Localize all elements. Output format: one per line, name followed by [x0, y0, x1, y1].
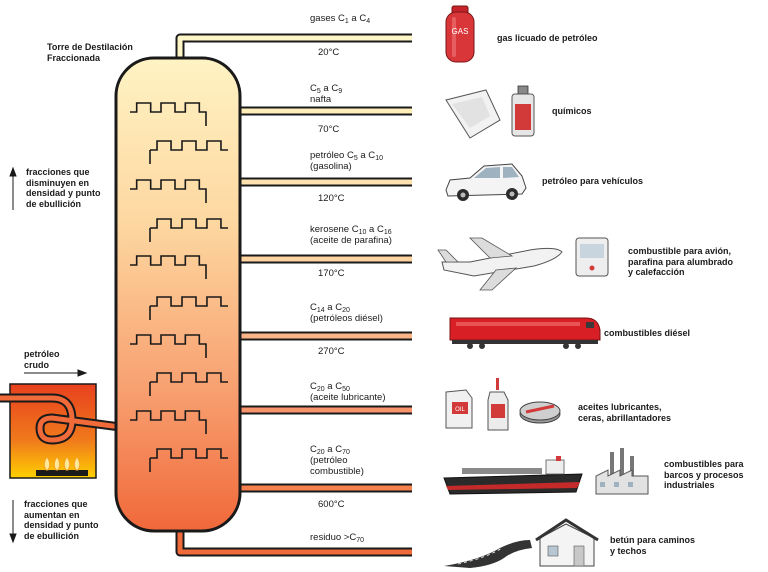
fraction-label-lubricante: C20 a C50(aceite lubricante): [310, 381, 386, 403]
down-note: fracciones que aumentan en densidad y pu…: [24, 499, 99, 541]
arrows: [9, 166, 88, 544]
tray: [149, 448, 228, 472]
road-icon: [444, 540, 532, 568]
diagram-title: Torre de Destilación Fraccionada: [47, 42, 133, 63]
product-label-quimicos: químicos: [552, 106, 592, 116]
product-label-barcos: combustibles para barcos y procesos indu…: [664, 459, 744, 490]
temperature-label: 170°C: [318, 268, 345, 279]
crude-label: petróleo crudo: [24, 349, 60, 370]
gas-cylinder-icon: GAS: [445, 5, 475, 63]
tray: [149, 218, 228, 242]
temperature-label: 20°C: [318, 47, 340, 58]
tray: [149, 140, 228, 164]
up-note: fracciones que disminuyen en densidad y …: [26, 167, 101, 209]
heater-icon: [575, 237, 609, 277]
chemical-bottle-icon: [511, 85, 535, 137]
tray: [130, 255, 207, 279]
product-label-aceites: aceites lubricantes, ceras, abrillantado…: [578, 402, 672, 423]
fraction-label-diesel: C14 a C20(petróleos diésel): [310, 302, 383, 324]
distillation-tower: [114, 56, 242, 533]
product-label-diesel: combustibles diésel: [604, 328, 691, 338]
svg-text:OIL: OIL: [455, 407, 465, 413]
ship-icon: [443, 456, 583, 495]
oil-can-icon: OIL: [445, 389, 473, 429]
temperature-label: 120°C: [318, 193, 345, 204]
fraction-label-gasolina: petróleo C5 a C10(gasolina): [310, 150, 383, 172]
temperature-label: 70°C: [318, 124, 340, 135]
product-label-betun: betún para caminos y techos: [610, 535, 696, 556]
product-label-glp: gas licuado de petróleo: [497, 33, 598, 43]
fraction-label-kerosene: kerosene C10 a C16(aceite de parafina): [310, 224, 392, 246]
tray: [149, 372, 228, 396]
fraction-label-gases: gases C1 a C4: [310, 13, 371, 25]
tray: [130, 179, 207, 203]
flame-icon: [43, 456, 81, 471]
airplane-icon: [437, 237, 563, 291]
train-icon: [449, 317, 601, 349]
lubricant-bottle-icon: [487, 378, 509, 431]
product-label-vehiculos: petróleo para vehículos: [542, 176, 644, 186]
car-icon: [445, 163, 527, 201]
polish-tin-icon: [519, 401, 561, 424]
tray: [149, 296, 228, 320]
chemical-sack-icon: [445, 89, 501, 139]
furnace: [0, 383, 129, 479]
fraction-label-residuo: residuo >C70: [310, 532, 365, 544]
factory-icon: [595, 448, 649, 495]
tray: [130, 410, 207, 434]
fraction-label-combustible: C20 a C70(petróleo combustible): [310, 444, 364, 477]
product-label-avion: combustible para avión, parafina para al…: [628, 246, 734, 277]
temperature-label: 270°C: [318, 346, 345, 357]
tray: [130, 334, 207, 358]
house-icon: [535, 518, 599, 567]
temperature-label: 600°C: [318, 499, 345, 510]
svg-text:GAS: GAS: [452, 27, 469, 36]
product-icons: GAS: [437, 5, 649, 568]
tray: [130, 102, 207, 126]
